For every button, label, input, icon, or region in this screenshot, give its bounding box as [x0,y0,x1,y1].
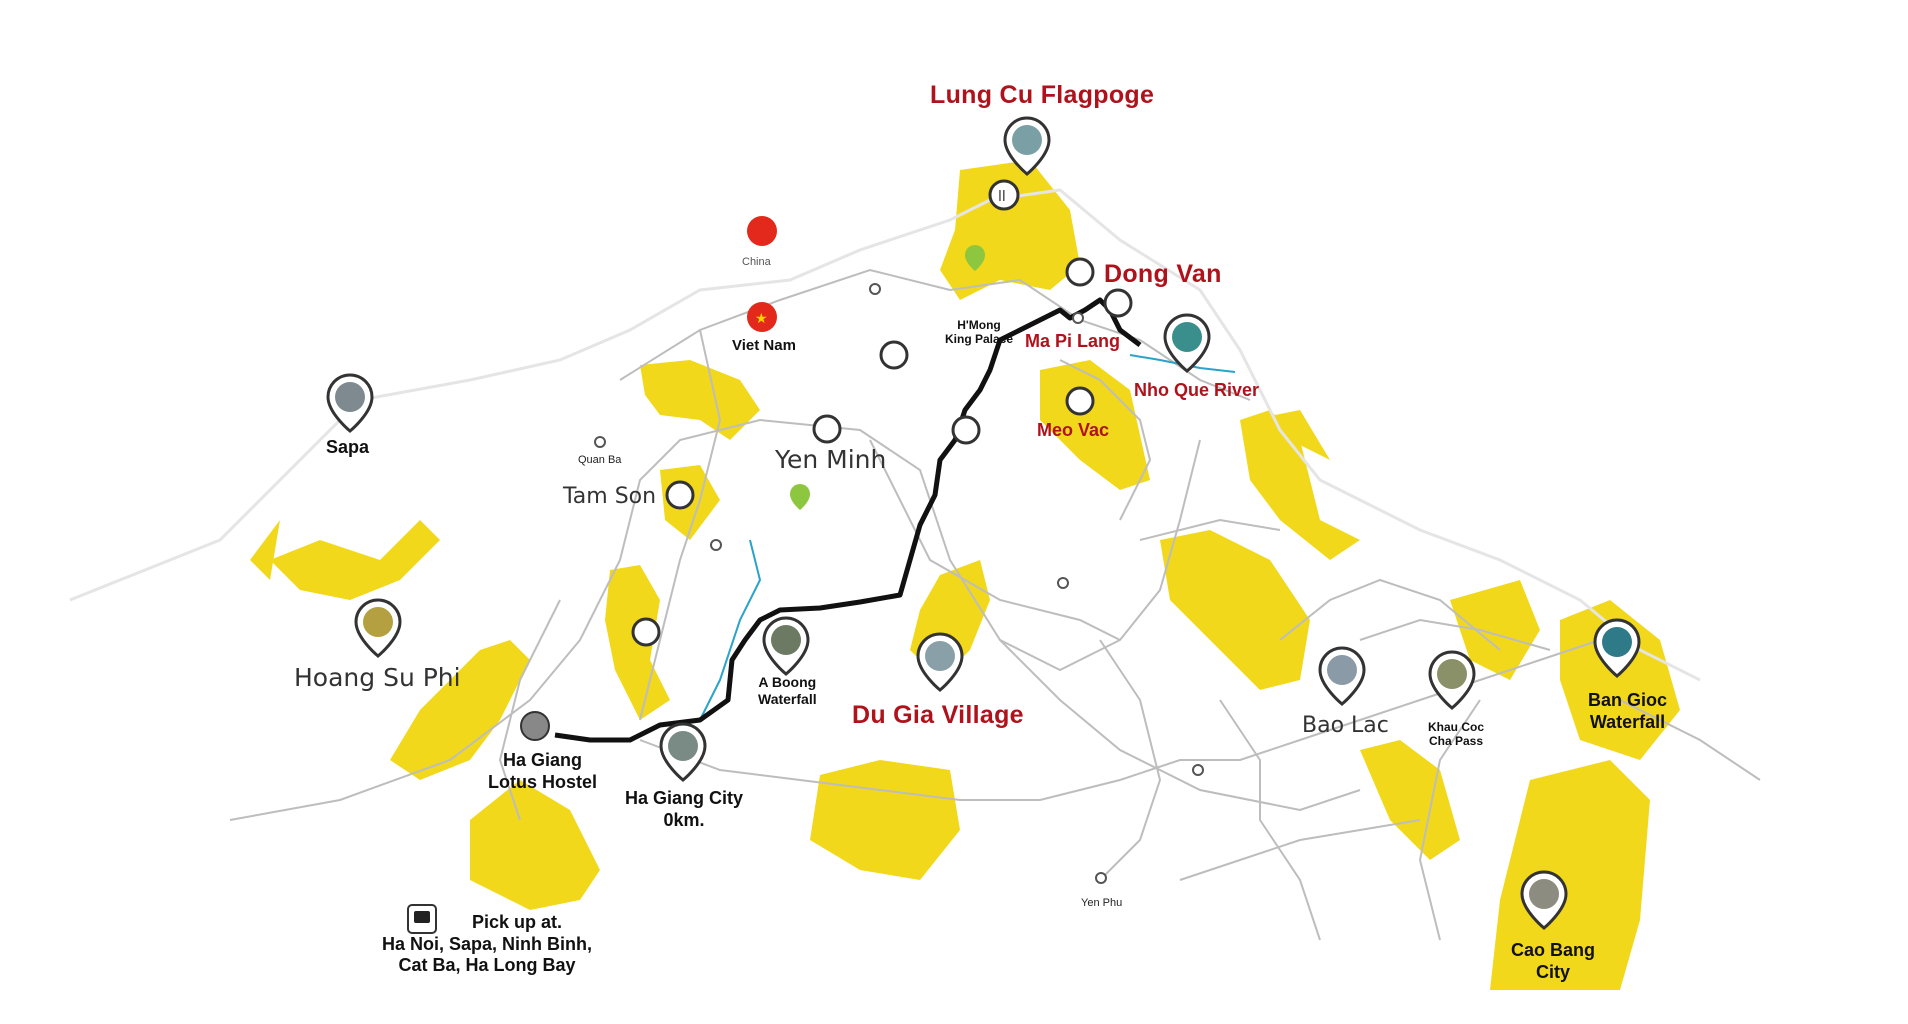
du-gia-pin-icon [916,632,964,692]
cao-bang-pin-icon [1520,870,1568,930]
highlighted-regions [250,160,1680,990]
yen-phu-pin-icon [1095,872,1107,884]
ma-pi-lang-marker-icon [1103,288,1133,318]
vietnam-star-icon: ★ [755,311,768,327]
hostel-label: Ha Giang Lotus Hostel [488,750,597,793]
lung-cu-pin-icon [1003,116,1051,176]
ban-gioc-pin-icon [1593,618,1641,678]
dong-van-label: Dong Van [1104,260,1222,288]
ban-gioc-line-2: Waterfall [1589,711,1666,732]
hmong-palace-line-2: King Palace [945,332,1014,347]
hoang-su-phi-pin-icon [354,598,402,658]
nho-que-pin-icon [1163,313,1211,373]
yen-minh-north-marker-icon [879,340,909,370]
tam-son-label: Tam Son [563,484,657,509]
hmong-palace-line-1: H'Mong [957,318,1001,332]
cao-bang-line-2: City [1536,961,1571,982]
river-line [699,539,762,721]
khau-coc-label: Khau Coc Cha Pass [1428,720,1484,749]
yen-minh-marker-icon [812,414,842,444]
sapa-label: Sapa [326,437,370,457]
road-network [229,268,1761,941]
hostel-line-2: Lotus Hostel [488,771,598,792]
china-label: China [742,256,771,268]
ha-giang-city-line-1: Ha Giang City [625,788,744,808]
china-flag-icon [747,216,777,246]
ban-gioc-line-1: Ban Gioc [1588,690,1668,710]
bao-lac-pin-icon [1318,646,1366,706]
svg-text:ll: ll [998,189,1006,205]
ma-pi-lang-label: Ma Pi Lang [1025,331,1121,351]
vietnam-label: Viet Nam [732,337,796,354]
pickup-line-2: Ha Noi, Sapa, Ninh Binh, [382,933,593,954]
lung-cu-label: Lung Cu Flagpoge [930,81,1155,109]
hostel-line-1: Ha Giang [503,750,583,770]
quan-ba-label: Quan Ba [578,454,622,466]
du-gia-label: Du Gia Village [852,701,1024,729]
small-map-pin-icon [1057,577,1069,589]
small-markers: ll [520,179,1204,884]
tour-route-line [554,297,1142,743]
quan-ba-pin-icon [594,436,606,448]
yen-phu-label: Yen Phu [1081,897,1123,909]
meo-vac-label: Meo Vac [1037,420,1110,440]
hmong-palace-pin-icon [965,245,985,271]
nho-que-label: Nho Que River [1134,380,1260,400]
dong-van-marker-icon [1065,257,1095,287]
pickup-label: Pick up at. Ha Noi, Sapa, Ninh Binh, Cat… [382,912,592,977]
hmong-palace-label: H'Mong King Palace [945,318,1013,347]
yen-minh-label: Yen Minh [775,445,887,474]
ha-giang-city-label: Ha Giang City 0km. [625,788,743,831]
cao-bang-label: Cao Bang City [1511,940,1595,983]
hoang-su-phi-label: Hoang Su Phi [294,663,461,692]
border-outline [69,188,1701,682]
quan-ba-south-marker-icon [631,617,661,647]
ha-giang-city-pin-icon [659,722,707,782]
meo-vac-road-marker-icon [951,415,981,445]
tam-son-marker-icon [665,480,695,510]
khau-coc-line-2: Cha Pass [1428,734,1484,749]
pickup-line-3: Cat Ba, Ha Long Bay [398,955,576,976]
small-map-pin-icon [869,283,881,295]
bus-icon [407,904,437,934]
pickup-line-1: Pick up at. [471,912,563,932]
small-map-pin-icon [1192,764,1204,776]
ban-gioc-label: Ban Gioc Waterfall [1588,690,1667,733]
bao-lac-label: Bao Lac [1302,713,1389,738]
khau-coc-pin-icon [1428,650,1476,710]
ha-giang-city-line-2: 0km. [663,809,705,830]
khau-coc-line-1: Khau Coc [1428,720,1485,734]
cao-bang-line-1: Cao Bang [1511,940,1596,960]
a-boong-line-1: A Boong [758,674,817,690]
vietnam-flag-icon [747,302,777,332]
a-boong-label: A Boong Waterfall [758,674,817,708]
meo-vac-marker-icon [1065,386,1095,416]
lung-cu-road-marker-icon: ll [988,179,1020,211]
hostel-marker-icon [520,711,550,741]
photo-location-pins [326,116,1641,930]
small-map-pin-icon [710,539,722,551]
a-boong-pin-icon [762,616,810,676]
lung-tam-pin-icon [790,484,810,510]
small-map-pin-icon [1072,312,1084,324]
sapa-pin-icon [326,373,374,433]
a-boong-line-2: Waterfall [758,690,817,707]
